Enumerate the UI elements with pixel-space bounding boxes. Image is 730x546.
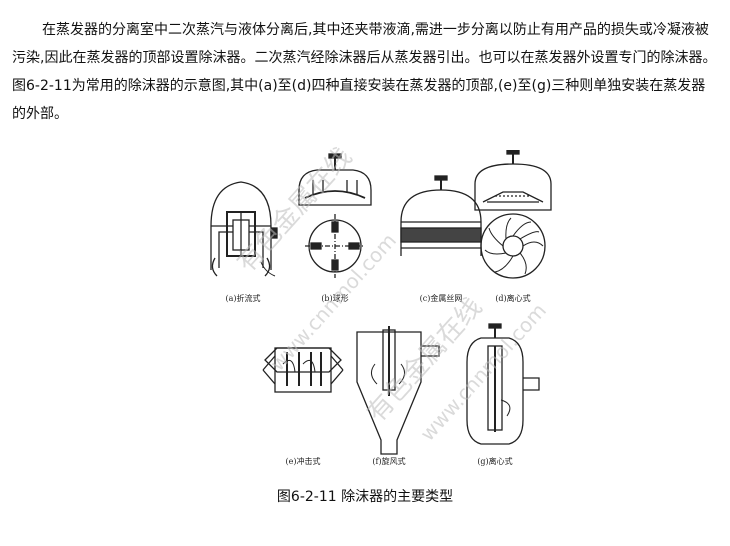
diagram-b-spherical (298, 153, 372, 278)
subcaption-f: (f)旋风式 (372, 457, 406, 466)
subcaption-e: (e)冲击式 (285, 457, 321, 466)
diagram-c-wire-mesh (400, 175, 482, 256)
diagram-a-baffle (210, 181, 278, 277)
diagram-e-impingement (262, 347, 344, 393)
subcaption-d: (d)离心式 (495, 294, 531, 303)
body-paragraph: 在蒸发器的分离室中二次蒸汽与液体分离后,其中还夹带液滴,需进一步分离以防止有用产… (12, 22, 717, 122)
demister-drawings (210, 150, 552, 455)
diagram-d-centrifugal (474, 150, 552, 279)
figure-caption: 图6-2-11 除沫器的主要类型 (276, 489, 454, 505)
subcaption-b: (b)球形 (321, 294, 349, 303)
diagram-f-cyclone (356, 326, 440, 455)
subcaption-a: (a)折流式 (225, 294, 261, 303)
diagram-g-centrifugal-external (466, 323, 540, 445)
demister-figure: (a)折流式 (b)球形 (c)金属丝网 (d)离心式 (e)冲击式 (f)旋风… (205, 142, 555, 468)
subcaption-g: (g)离心式 (477, 457, 513, 466)
subcaption-c: (c)金属丝网 (419, 294, 463, 303)
